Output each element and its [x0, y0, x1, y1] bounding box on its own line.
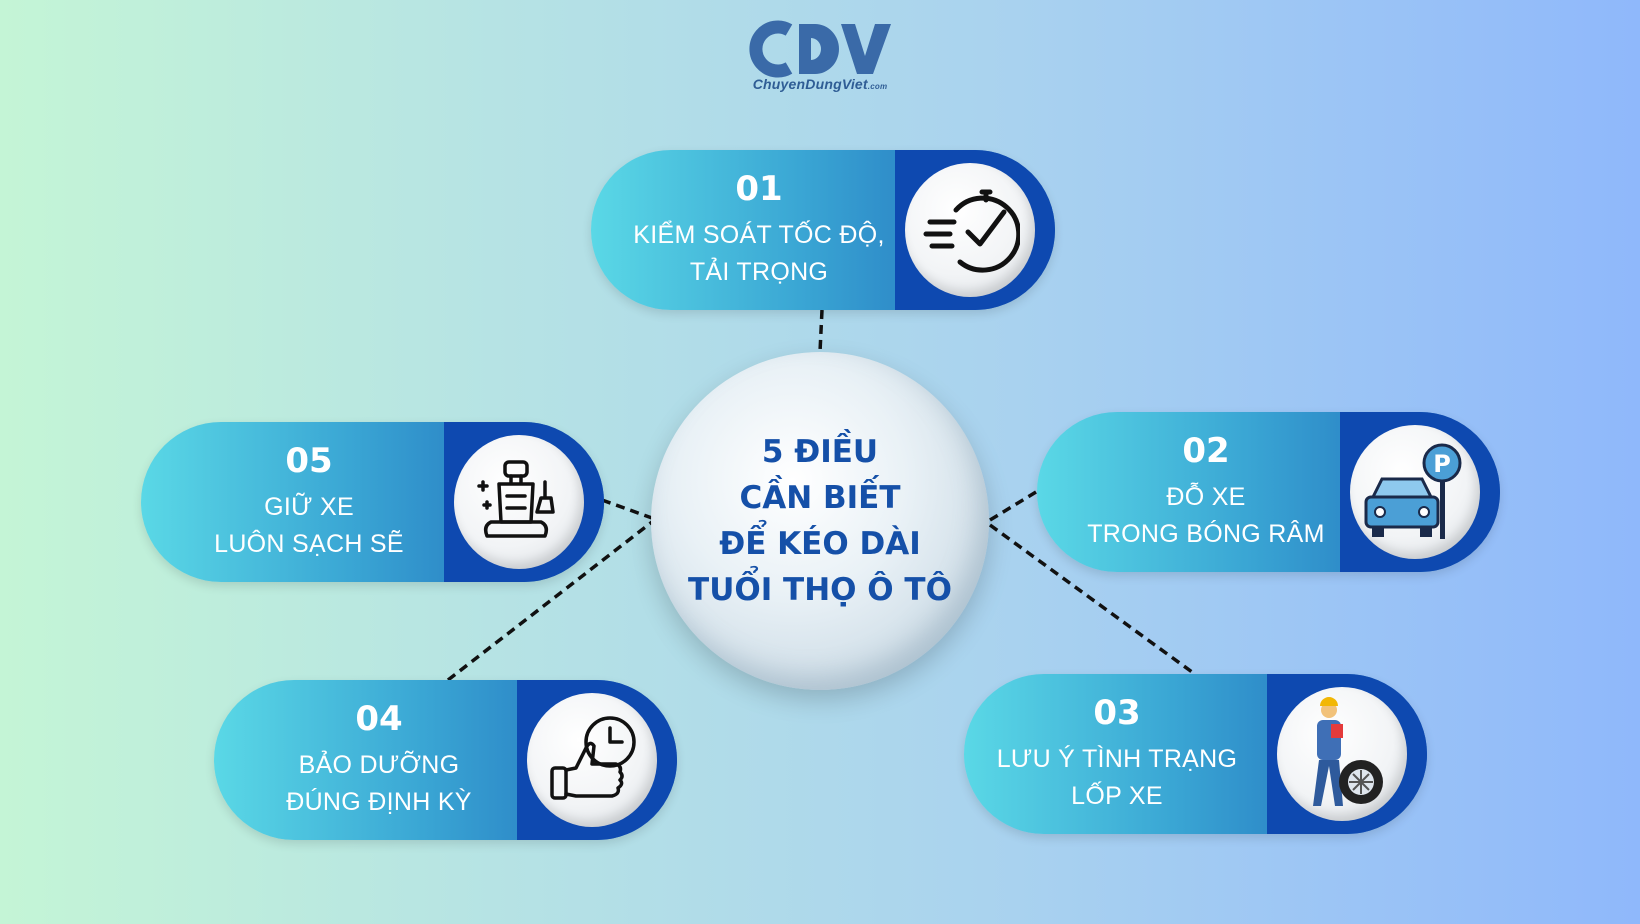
- tip-number: 01: [735, 169, 783, 209]
- tip-text-05: 05 GIỮ XE LUÔN SẠCH SẼ: [141, 422, 477, 582]
- tip-card-05: 05 GIỮ XE LUÔN SẠCH SẼ: [141, 422, 604, 582]
- tip-number: 02: [1182, 431, 1230, 471]
- tip-label-line-2: ĐÚNG ĐỊNH KỲ: [286, 788, 472, 816]
- tip-card-04: 04 BẢO DƯỠNG ĐÚNG ĐỊNH KỲ: [214, 680, 677, 840]
- tip-label-line-2: TRONG BÓNG RÂM: [1087, 520, 1325, 548]
- tip-text-03: 03 LƯU Ý TÌNH TRẠNG LỐP XE: [964, 674, 1270, 834]
- tip-label-line-1: ĐỖ XE: [1166, 483, 1246, 511]
- tip-label-line-1: KIỂM SOÁT TỐC ĐỘ,: [633, 221, 885, 249]
- tip-label-line-1: BẢO DƯỠNG: [298, 751, 460, 779]
- tip-text-04: 04 BẢO DƯỠNG ĐÚNG ĐỊNH KỲ: [214, 680, 544, 840]
- hub-title-line-2: CẦN BIẾT: [739, 480, 901, 516]
- hub-title-line-3: ĐỂ KÉO DÀI: [719, 526, 921, 562]
- hub-title-line-1: 5 ĐIỀU: [761, 434, 879, 470]
- logo: ChuyenDungViet.com: [740, 20, 900, 92]
- tip-card-01: 01 KIỂM SOÁT TỐC ĐỘ, TẢI TRỌNG: [591, 150, 1055, 310]
- connector-01: [818, 309, 824, 353]
- cdv-logo-mark: [749, 20, 891, 78]
- tip-number: 04: [355, 699, 403, 739]
- connector-05: [601, 498, 653, 520]
- tip-label-line-2: LUÔN SẠCH SẼ: [214, 530, 404, 558]
- tip-number: 05: [285, 441, 333, 481]
- mechanic-tire-icon: [1277, 687, 1407, 821]
- tip-label-line-1: GIỮ XE: [264, 493, 354, 521]
- tip-label-line-2: LỐP XE: [1071, 782, 1163, 810]
- speedometer-check-icon: [905, 163, 1035, 297]
- parking-car-icon: P: [1350, 425, 1480, 559]
- connector-03: [988, 523, 1194, 674]
- tip-label-line-1: LƯU Ý TÌNH TRẠNG: [996, 745, 1238, 773]
- connector-02: [989, 490, 1037, 522]
- logo-domain: ChuyenDungViet: [752, 76, 868, 92]
- tip-text-01: 01 KIỂM SOÁT TỐC ĐỘ, TẢI TRỌNG: [591, 150, 927, 310]
- logo-wordmark: ChuyenDungViet.com: [740, 76, 900, 92]
- tip-text-02: 02 ĐỖ XE TRONG BÓNG RÂM: [1037, 412, 1375, 572]
- logo-tld: .com: [867, 82, 888, 91]
- tip-label-line-2: TẢI TRỌNG: [689, 258, 829, 286]
- tip-card-02: 02 ĐỖ XE TRONG BÓNG RÂM P: [1037, 412, 1500, 572]
- svg-text:P: P: [1433, 450, 1451, 478]
- tip-card-03: 03 LƯU Ý TÌNH TRẠNG LỐP XE: [964, 674, 1427, 834]
- thumbs-up-clock-icon: [527, 693, 657, 827]
- connector-04: [446, 520, 654, 682]
- tip-number: 03: [1093, 693, 1141, 733]
- clean-seat-icon: [454, 435, 584, 569]
- hub-circle: 5 ĐIỀU CẦN BIẾT ĐỂ KÉO DÀI TUỔI THỌ Ô TÔ: [651, 352, 989, 690]
- hub-title-line-4: TUỔI THỌ Ô TÔ: [688, 572, 952, 608]
